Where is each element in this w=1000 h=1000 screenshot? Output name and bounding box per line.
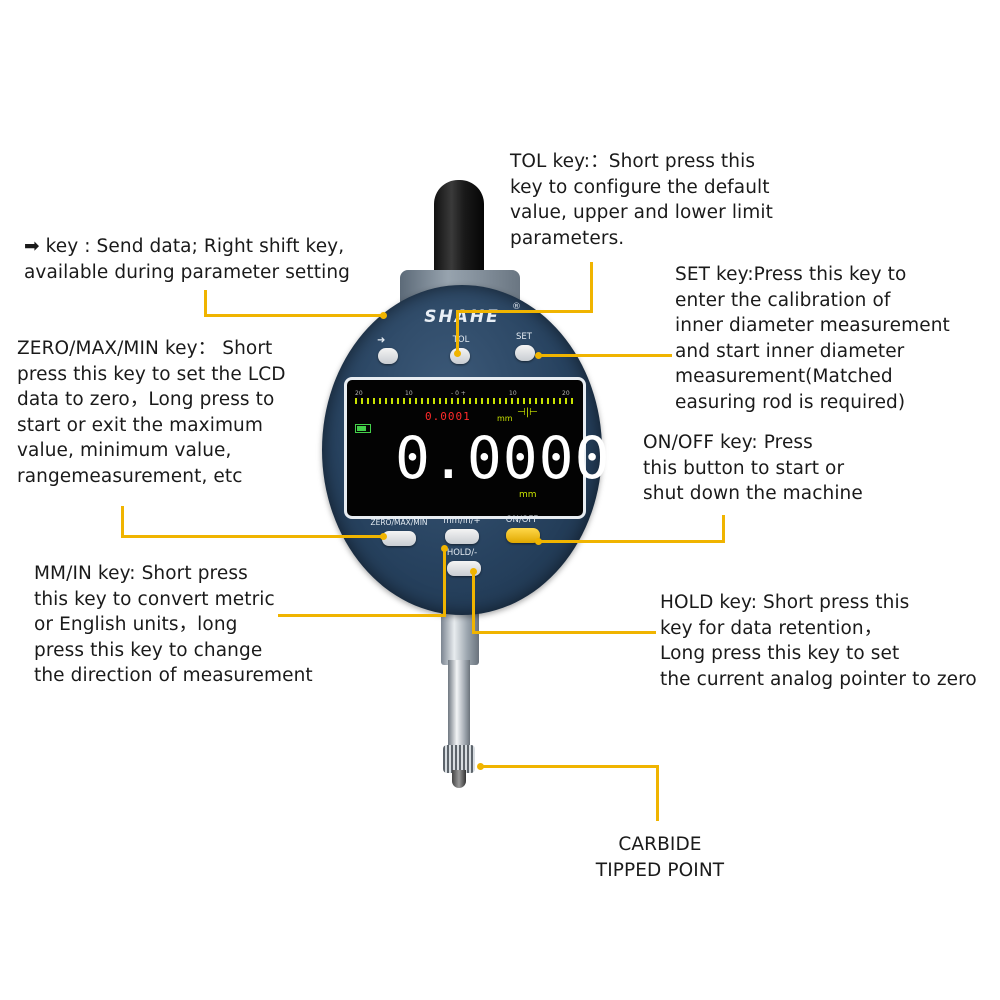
scale-label-zero: - 0 +: [451, 390, 466, 397]
zero-leader-dot: [380, 533, 387, 540]
onoff-leader-horizontal: [540, 540, 725, 543]
send-key-label: ➜: [377, 335, 386, 346]
hold-key-label: HOLD/-: [446, 548, 478, 558]
set-key-note: SET key:Press this key to enter the cali…: [675, 264, 950, 413]
zero-max-min-key-label: ZERO/MAX/MIN: [370, 518, 428, 527]
set-leader-horizontal: [540, 354, 672, 357]
tolerance-icon: ⊣|⊢: [517, 407, 538, 418]
main-reading-unit: mm: [519, 490, 537, 500]
tol-leader-vertical: [590, 262, 593, 312]
carbide-tip-note: CARBIDE TIPPED POINT: [595, 834, 725, 881]
lcd-screen: 20 10 - 0 + 10 20 0.0001 mm ⊣|⊢ 0.0000 m…: [344, 377, 611, 519]
hold-leader-horizontal: [472, 631, 656, 634]
analog-scale-bar: [355, 398, 575, 404]
zero-leader-vertical: [121, 506, 124, 537]
on-off-key-label: ON/OFF: [505, 515, 539, 525]
carbide-leader-vertical: [656, 765, 659, 821]
zero-leader-horizontal: [121, 535, 383, 538]
scale-label-right-20: 20: [562, 390, 570, 397]
registered-mark: ®: [512, 302, 521, 312]
tol-key-note: TOL key:：Short press this key to configu…: [510, 151, 774, 249]
zero-max-min-key-note: ZERO/MAX/MIN key： Short press this key t…: [17, 338, 286, 487]
mmin-leader-dot: [441, 545, 448, 552]
scale-label-left-10: 10: [405, 390, 413, 397]
send-key-note: ➡ key : Send data; Right shift key, avai…: [24, 236, 351, 283]
onoff-leader-vertical: [722, 515, 725, 542]
send-key-button[interactable]: [378, 348, 398, 364]
tol-leader-drop: [456, 310, 459, 354]
mmin-leader-vertical: [443, 548, 446, 616]
mm-in-key-label: mm/in/+: [443, 516, 481, 526]
on-off-key-note: ON/OFF key: Press this button to start o…: [643, 432, 863, 504]
tol-leader-dot: [454, 350, 461, 357]
set-key-label: SET: [516, 332, 532, 342]
knurled-tip-holder: [443, 745, 475, 773]
main-reading: 0.0000: [395, 424, 611, 492]
tol-key-label: TOL: [452, 335, 470, 345]
send-leader-dot: [380, 312, 387, 319]
send-leader-vertical: [204, 290, 207, 316]
send-leader-horizontal: [204, 314, 384, 317]
hold-key-note: HOLD key: Short press this key for data …: [660, 592, 977, 690]
small-reading: 0.0001: [425, 410, 471, 423]
mm-in-key-button[interactable]: [445, 529, 479, 544]
scale-label-left-20: 20: [355, 390, 363, 397]
tol-leader-horizontal: [458, 310, 593, 313]
carbide-leader-dot: [477, 763, 484, 770]
carbide-tip: [452, 770, 466, 788]
on-off-key-button[interactable]: [506, 528, 540, 543]
set-key-button[interactable]: [515, 345, 535, 361]
zero-max-min-key-button[interactable]: [382, 531, 416, 546]
small-reading-unit: mm: [497, 414, 513, 423]
hold-leader-vertical: [472, 572, 475, 634]
mm-in-key-note: MM/IN key: Short press this key to conve…: [34, 563, 313, 686]
onoff-leader-dot: [535, 538, 542, 545]
measuring-rod: [448, 660, 470, 750]
dial-housing: SHAHE ® ➜ TOL SET 20 10 - 0 + 10 20 0.00…: [322, 285, 611, 615]
mmin-leader-horizontal: [278, 614, 446, 617]
hold-leader-dot: [470, 568, 477, 575]
carbide-leader-horizontal: [482, 765, 659, 768]
set-leader-dot: [535, 352, 542, 359]
scale-label-right-10: 10: [509, 390, 517, 397]
battery-icon: [355, 424, 371, 433]
